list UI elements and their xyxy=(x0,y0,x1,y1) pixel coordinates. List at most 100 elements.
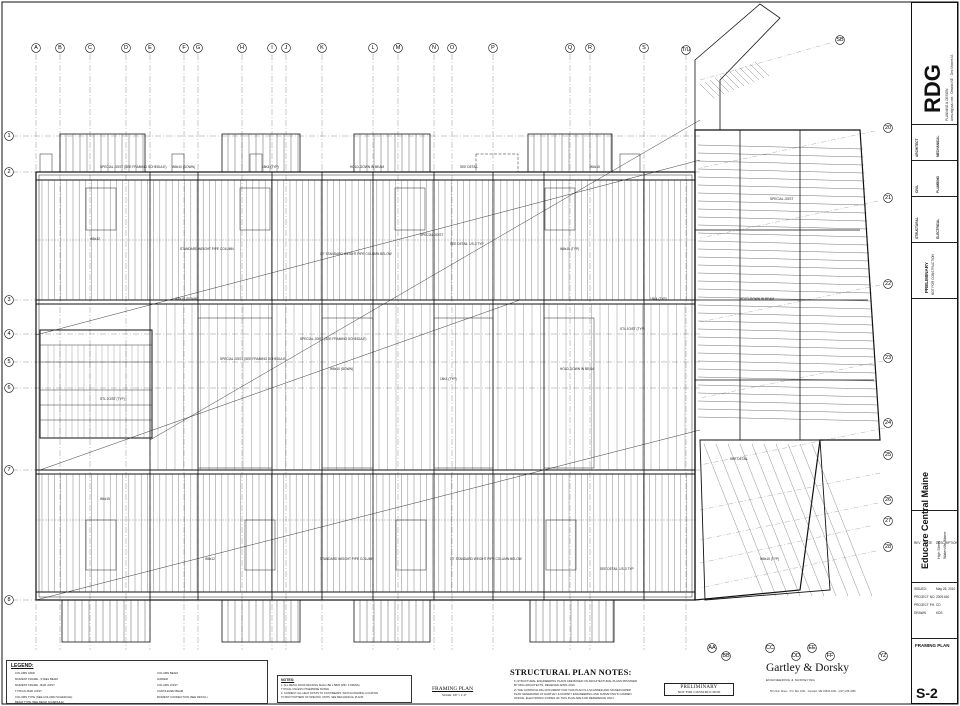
revision-cell: REV DATE DESCRIPTION xyxy=(912,511,958,583)
grid-bubble-right-label: 24 xyxy=(885,420,891,426)
room-outline xyxy=(545,519,577,571)
grid-bubble-top-circle xyxy=(565,43,575,53)
wing-joist xyxy=(697,280,872,286)
consultant-label: CIVIL xyxy=(915,184,919,193)
grid-bubble-left-circle xyxy=(4,131,14,141)
wing-joist xyxy=(697,160,864,166)
callout-label: W8x10 (DOWN) xyxy=(330,367,353,371)
bay-box xyxy=(475,153,519,173)
callout-label: W8x10 (DOWN) xyxy=(172,165,195,169)
title-block: RDG PLANNING & DESIGN www.rdgusa.com · O… xyxy=(911,2,958,704)
firm-line: www.rdgusa.com · Omaha NE · Des Moines I… xyxy=(950,54,954,121)
grid-bubble-top-circle xyxy=(193,43,203,53)
grid-bubble-wing-circle xyxy=(835,35,845,45)
grid-bubble-left-circle xyxy=(4,465,14,475)
grid-bubble-right-circle xyxy=(883,279,893,289)
wing-grid-line xyxy=(699,42,831,81)
stair-tread xyxy=(724,73,740,89)
grid-bubble-left-circle xyxy=(4,383,14,393)
grid-bubble-top-circle xyxy=(145,43,155,53)
grid-bubble-top-label: I xyxy=(271,45,273,51)
consultant-label: MECHANICAL xyxy=(936,135,940,157)
grid-bubble-left-label: 3 xyxy=(7,297,10,303)
structural-note-line: PLAN GENERATED AT GARTLEY & DORSKY ENGIN… xyxy=(514,692,632,696)
grid-bubble-top-label: R xyxy=(588,45,592,51)
wing-lower-joist xyxy=(775,443,837,597)
wing-lower-joist xyxy=(811,443,873,597)
canopy xyxy=(59,133,146,173)
grid-bubble-right-circle xyxy=(883,450,893,460)
callout-label: SPECIAL JOIST (SEE FRAMING SCHEDULE) xyxy=(300,337,366,341)
tb-not-for-construction: NOT FOR CONSTRUCTION xyxy=(931,254,935,295)
wing-joist xyxy=(697,416,880,422)
wing-joist xyxy=(697,360,876,366)
grid-bubble-left-circle xyxy=(4,357,14,367)
grid-bubble-top-label: A xyxy=(34,45,38,51)
firm-logo: RDG xyxy=(920,64,946,113)
wing-grid-line xyxy=(699,472,881,511)
engineer-subtitle: ENGINEERING & SURVEYING xyxy=(766,678,816,682)
grid-bubble-wing-label: SB xyxy=(836,37,844,43)
wing-joist xyxy=(697,408,879,414)
consultant-label: ARCHITECT xyxy=(915,138,919,157)
wing-joist xyxy=(697,176,865,182)
wing-joist xyxy=(697,208,867,214)
wing-joist xyxy=(697,216,868,222)
grid-bubble-top-label: D xyxy=(124,45,128,51)
grid-bubble-left-label: 2 xyxy=(7,169,10,175)
structural-note-line: 2) THE CONTROLLING DOCUMENT FOR THIS PLA… xyxy=(514,688,631,692)
meta-value: KDS xyxy=(936,611,943,615)
preliminary-stamp: PRELIMINARY NOT FOR CONSTRUCTION xyxy=(664,683,734,696)
wing-grid-line xyxy=(699,525,871,564)
rev-header: DATE xyxy=(924,541,933,545)
wing-joist xyxy=(697,232,869,238)
consultant-cell: STRUCTURAL ELECTRICAL xyxy=(912,197,957,243)
rdg-logo: RDG xyxy=(920,64,945,113)
grid-bubble-top-circle xyxy=(281,43,291,53)
room-outline xyxy=(433,317,494,469)
callout-label: HOLD-DOWN IN BEAM xyxy=(350,165,384,169)
grid-bubble-bottom-circle xyxy=(765,643,775,653)
wing-lower-joist xyxy=(799,443,861,597)
stair-tread xyxy=(704,81,720,97)
canopy xyxy=(353,599,431,643)
grid-bubble-top-label: N xyxy=(432,45,436,51)
grid-bubble-right-circle xyxy=(883,516,893,526)
structural-note-line: 1) STRUCTURAL ENGINEERING PLANS ARE BASE… xyxy=(514,679,638,683)
note-line: TO BOLT PATTERN OF SPECIFIC UNITS. SEE M… xyxy=(281,696,364,699)
grid-bubble-top-circle xyxy=(488,43,498,53)
grid-bubble-bottom-label: BB xyxy=(722,653,730,659)
room-outline xyxy=(85,187,117,231)
callout-label: 10" STANDARD WEIGHT PIPE COLUMN BELOW xyxy=(450,557,522,561)
grid-bubble-bottom-label: EE xyxy=(808,645,816,651)
grid-bubble-top-label: S xyxy=(642,45,646,51)
meta-cell: ISSUED: May 26, 2010 PROJECT NO. 2009.64… xyxy=(912,583,957,639)
wing-lower xyxy=(699,439,831,601)
bay-box xyxy=(249,153,263,173)
callout-label: STANDARD WEIGHT PIPE COLUMN xyxy=(180,247,234,251)
section-line xyxy=(149,119,701,441)
meta-value: 2009.640 xyxy=(936,595,950,599)
consultant-label: ELECTRICAL xyxy=(936,218,940,239)
wing-joist xyxy=(697,224,868,230)
consultant-label: PLUMBING xyxy=(936,176,940,193)
wing-joist xyxy=(697,144,863,150)
structural-note-line: BY RDG ARCHITECTS, RECEIVED APRIL 2010. xyxy=(514,683,576,687)
meta-value: CD xyxy=(936,603,941,607)
room-outline xyxy=(244,519,276,571)
room-outline xyxy=(85,519,117,571)
callout-label: SEE DETAIL 1/S-3 TYP xyxy=(600,567,634,571)
wing-joist xyxy=(697,320,874,326)
grid-bubble-top-label: H xyxy=(240,45,244,51)
grid-bubble-top-circle xyxy=(368,43,378,53)
grid-bubble-bottom-label: DD xyxy=(792,653,800,659)
grid-bubble-bottom-label: AA xyxy=(708,645,716,651)
bay-box xyxy=(619,153,641,173)
canopy xyxy=(529,599,615,643)
sheet-number: S-2 xyxy=(916,685,938,701)
room-outline xyxy=(197,317,273,469)
room-outline xyxy=(239,187,271,231)
wing-joist xyxy=(697,168,865,174)
callout-label: W8x12 xyxy=(205,557,215,561)
